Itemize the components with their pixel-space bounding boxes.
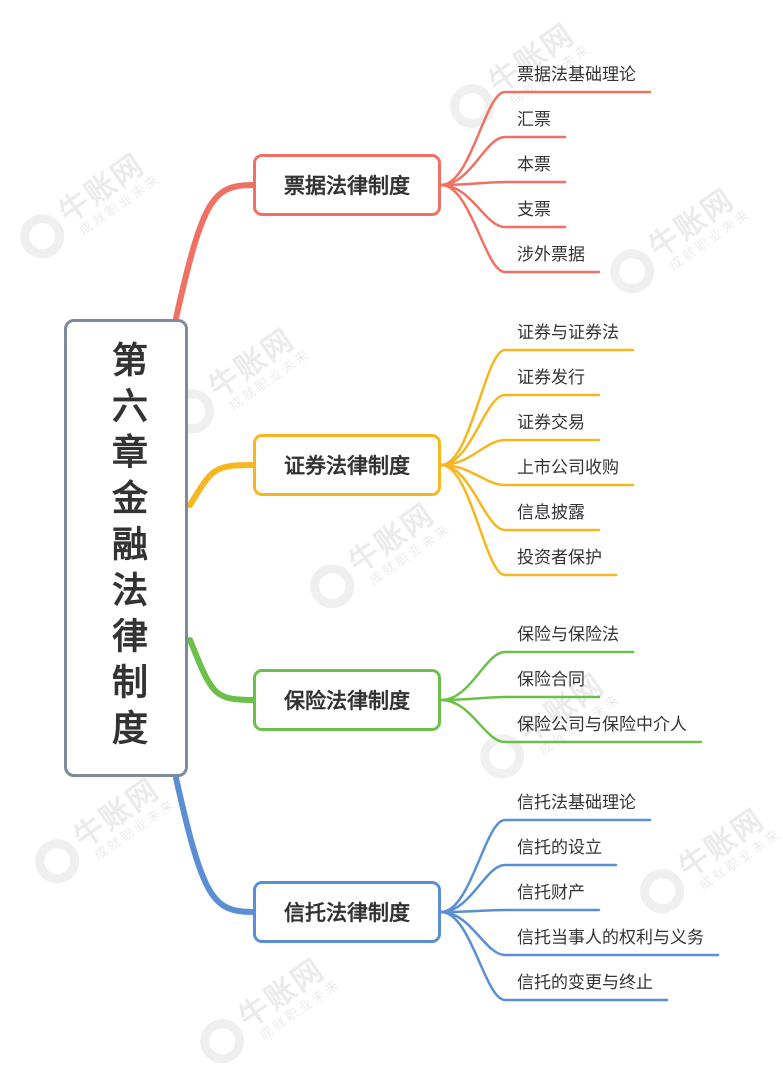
leaf-node[interactable]: 信息披露 [517,503,585,523]
leaf-node[interactable]: 信托的设立 [517,838,602,858]
leaf-node[interactable]: 保险与保险法 [517,625,619,645]
leaf-node[interactable]: 信托法基础理论 [517,793,636,813]
leaf-node[interactable]: 涉外票据 [517,245,585,265]
root-branch-link [173,182,256,321]
leaf-node[interactable]: 本票 [517,155,551,175]
branch-leaf-link [439,183,567,229]
leaf-node[interactable]: 票据法基础理论 [517,65,636,85]
leaf-node[interactable]: 投资者保护 [517,548,602,568]
branch-leaf-link [439,348,635,467]
leaf-node[interactable]: 支票 [517,200,551,220]
branch-leaf-link [439,135,567,187]
branch-leaf-link [439,650,635,702]
branch-leaf-link [439,90,652,187]
leaf-node[interactable]: 信托财产 [517,883,585,903]
leaf-node[interactable]: 证券发行 [517,368,585,388]
root-branch-link [187,462,256,508]
branch-node-securities[interactable]: 证券法律制度 [253,434,441,496]
leaf-node[interactable]: 信托的变更与终止 [517,973,653,993]
leaf-node[interactable]: 汇票 [517,110,551,130]
root-title: 第六章金融法律制度 [106,341,147,755]
leaf-node[interactable]: 证券与证券法 [517,323,619,343]
branch-leaf-link [439,183,601,274]
leaf-node[interactable]: 上市公司收购 [517,458,619,478]
branch-leaf-link [439,438,601,467]
branch-leaf-link [439,695,601,702]
branch-node-insurance[interactable]: 保险法律制度 [253,669,441,731]
branch-leaf-link [439,698,703,744]
root-node[interactable]: 第六章金融法律制度 [64,319,188,777]
leaf-node[interactable]: 保险公司与保险中介人 [517,715,687,735]
branch-leaf-link [439,463,635,487]
leaf-node[interactable]: 信托当事人的权利与义务 [517,928,704,948]
branch-node-trust[interactable]: 信托法律制度 [253,881,441,943]
root-branch-link [187,637,256,703]
branch-leaf-link [439,818,652,914]
branch-leaf-link [439,910,720,957]
branch-node-bills[interactable]: 票据法律制度 [253,154,441,216]
branch-leaf-link [439,393,601,467]
leaf-node[interactable]: 保险合同 [517,670,585,690]
branch-leaf-link [439,863,618,914]
branch-leaf-link [439,463,618,577]
root-branch-link [173,775,256,915]
branch-leaf-link [439,180,567,187]
branch-leaf-link [439,908,601,914]
branch-leaf-link [439,910,669,1002]
leaf-node[interactable]: 证券交易 [517,413,585,433]
